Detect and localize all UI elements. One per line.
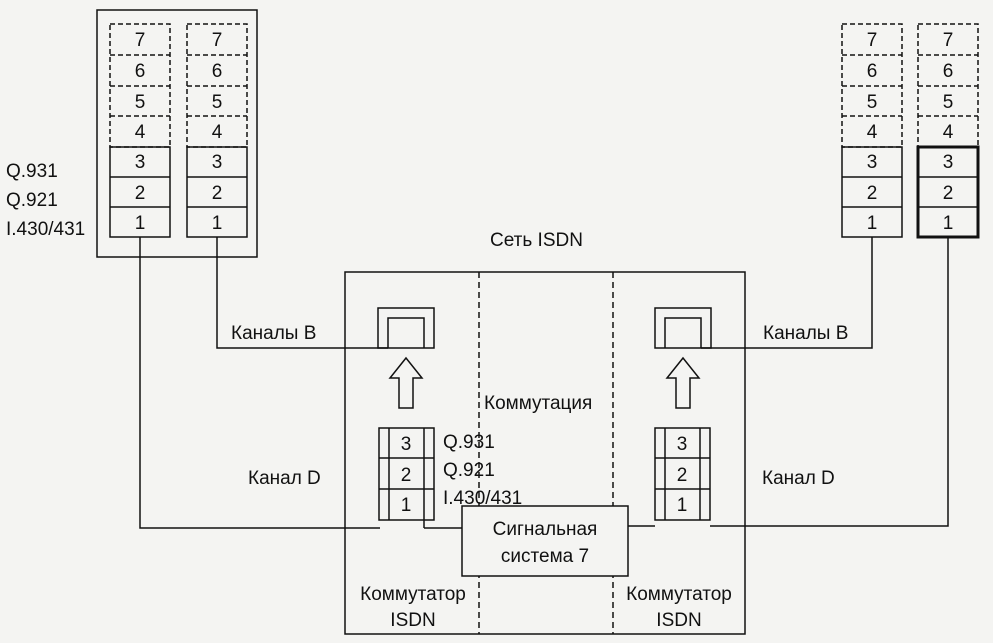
- switch-protocol-i430: I.430/431: [443, 488, 522, 509]
- d-channel-label-left: Канал D: [248, 468, 321, 489]
- d-left-layer-1: 1: [401, 495, 412, 516]
- left-protocol-q931: Q.931: [6, 161, 58, 182]
- right-b-layer-1: 1: [943, 213, 954, 234]
- left-a-layer-3: 3: [135, 152, 146, 173]
- right-b-layer-2: 2: [943, 183, 954, 204]
- d-left-layer-3: 3: [401, 434, 412, 455]
- left-a-layer-1: 1: [135, 213, 146, 234]
- switch-left-label-line1: Коммутатор: [360, 584, 466, 605]
- right-a-layer-3: 3: [867, 152, 878, 173]
- d-left-layer-2: 2: [401, 465, 412, 486]
- right-b-layer-6: 6: [943, 61, 954, 82]
- left-b-layer-5: 5: [212, 92, 223, 113]
- left-a-layer-6: 6: [135, 61, 146, 82]
- switch-right-label-line1: Коммутатор: [626, 584, 732, 605]
- right-a-layer-2: 2: [867, 183, 878, 204]
- switch-protocol-q931: Q.931: [443, 432, 495, 453]
- right-b-layer-3: 3: [943, 152, 954, 173]
- left-a-layer-7: 7: [135, 30, 146, 51]
- d-stack-left: [378, 427, 435, 521]
- left-b-layer-6: 6: [212, 61, 223, 82]
- right-b-layer-7: 7: [943, 30, 954, 51]
- b-channels-label-right: Каналы B: [763, 323, 848, 344]
- d-right-layer-3: 3: [677, 434, 688, 455]
- right-a-layer-4: 4: [867, 122, 878, 143]
- d-right-layer-1: 1: [677, 495, 688, 516]
- left-b-layer-4: 4: [212, 122, 223, 143]
- switch-protocol-q921: Q.921: [443, 460, 495, 481]
- left-b-layer-1: 1: [212, 213, 223, 234]
- left-b-layer-7: 7: [212, 30, 223, 51]
- b-termination-right: [654, 307, 712, 349]
- up-arrow-left: [388, 356, 424, 409]
- left-protocol-i430: I.430/431: [6, 219, 85, 240]
- right-a-layer-6: 6: [867, 61, 878, 82]
- d-line-left: [139, 237, 380, 529]
- switch-left-label-line2: ISDN: [390, 610, 435, 631]
- left-a-layer-5: 5: [135, 92, 146, 113]
- left-a-layer-4: 4: [135, 122, 146, 143]
- right-a-layer-7: 7: [867, 30, 878, 51]
- ss7-box: [461, 505, 629, 577]
- d-line-right: [710, 237, 949, 527]
- switch-right-label-line2: ISDN: [656, 610, 701, 631]
- right-a-layer-5: 5: [867, 92, 878, 113]
- isdn-network-box: [344, 271, 746, 635]
- b-termination-left: [377, 307, 435, 349]
- d-channel-label-right: Канал D: [762, 468, 835, 489]
- right-a-layer-1: 1: [867, 213, 878, 234]
- d-right-layer-2: 2: [677, 465, 688, 486]
- right-b-layer-5: 5: [943, 92, 954, 113]
- left-terminal-frame: [96, 9, 258, 258]
- left-b-layer-2: 2: [212, 183, 223, 204]
- b-line-right: [701, 237, 873, 349]
- up-arrow-right: [665, 356, 701, 409]
- left-a-layer-2: 2: [135, 183, 146, 204]
- network-title: Сеть ISDN: [490, 230, 583, 251]
- ss7-label-line1: Сигнальная: [493, 519, 598, 540]
- left-protocol-q921: Q.921: [6, 190, 58, 211]
- d-stack-right: [654, 427, 711, 521]
- ss7-label-line2: система 7: [501, 546, 589, 567]
- right-b-layer-4: 4: [943, 122, 954, 143]
- left-b-layer-3: 3: [212, 152, 223, 173]
- left-stack-b: [186, 23, 248, 238]
- b-line-left: [216, 237, 388, 349]
- switching-label: Коммутация: [484, 393, 592, 414]
- b-channels-label-left: Каналы B: [231, 323, 316, 344]
